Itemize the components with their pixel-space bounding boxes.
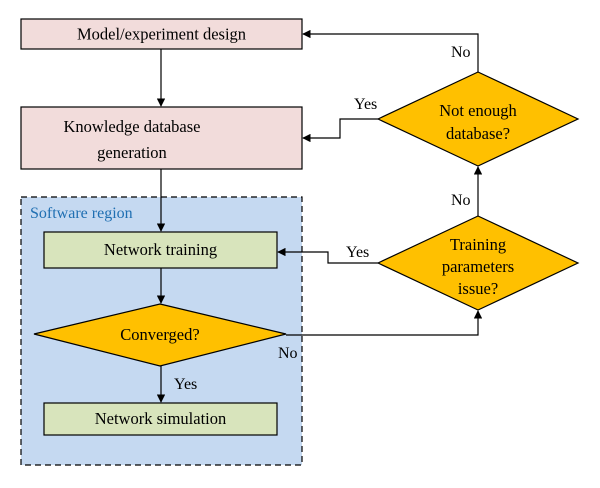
not-enough-database-decision: Not enough database? — [376, 71, 580, 167]
label-not-enough-yes: Yes — [354, 96, 377, 113]
converged-diamond — [33, 303, 287, 367]
knowledge-database-label-line2: generation — [97, 143, 167, 162]
arrow-training-params-to-training — [277, 247, 378, 264]
knowledge-database-box — [20, 106, 303, 170]
not-enough-database-diamond — [376, 71, 580, 167]
arrow-not-enough-to-design — [302, 29, 479, 72]
network-simulation-label: Network simulation — [95, 409, 227, 428]
training-parameters-decision: Training parameters issue? — [376, 215, 580, 311]
training-parameters-label-line2: parameters — [442, 257, 514, 276]
arrow-not-enough-to-knowledge — [302, 118, 378, 143]
not-enough-database-label-line1: Not enough — [439, 101, 517, 120]
network-simulation-box — [43, 402, 278, 436]
connectors — [156, 29, 483, 403]
converged-label: Converged? — [120, 325, 199, 344]
software-region-label: Software region — [30, 205, 133, 222]
arrow-converged-to-training-params — [286, 310, 483, 336]
training-parameters-label-line3: issue? — [458, 279, 498, 298]
label-converged-no: No — [278, 345, 298, 362]
label-training-no: No — [451, 192, 471, 209]
label-not-enough-no: No — [451, 44, 471, 61]
network-training-node: Network training — [43, 231, 278, 269]
converged-decision: Converged? — [33, 303, 287, 367]
not-enough-database-label-line2: database? — [446, 124, 510, 143]
label-converged-yes: Yes — [174, 376, 197, 393]
model-design-label: Model/experiment design — [77, 25, 246, 44]
model-design-box — [20, 18, 303, 50]
knowledge-database-label-line1: Knowledge database — [64, 117, 201, 136]
label-training-yes: Yes — [346, 244, 369, 261]
knowledge-database-node: Knowledge database generation — [20, 106, 303, 170]
training-parameters-diamond — [376, 215, 580, 311]
model-design-node: Model/experiment design — [20, 18, 303, 50]
network-training-box — [43, 231, 278, 269]
training-parameters-label-line1: Training — [450, 235, 506, 254]
network-simulation-node: Network simulation — [43, 402, 278, 436]
edge-labels: No Yes No Yes Yes No — [174, 44, 471, 393]
network-training-label: Network training — [104, 240, 217, 259]
